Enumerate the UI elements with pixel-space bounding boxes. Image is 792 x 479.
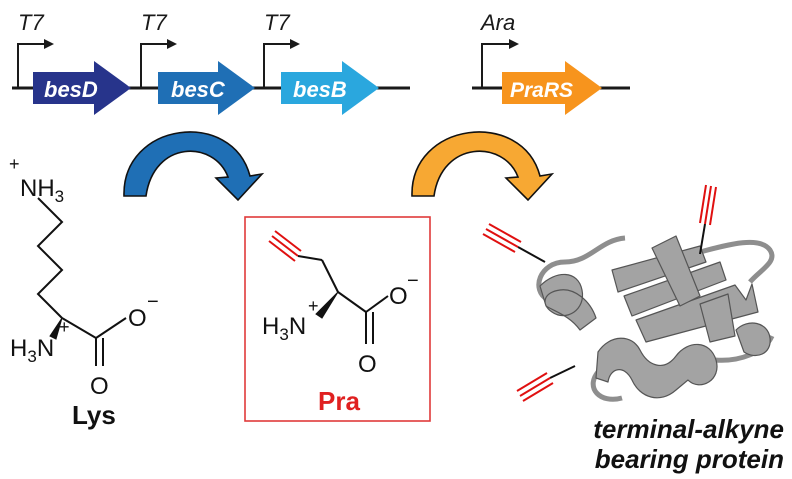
promoter-label-2: T7 <box>141 10 167 35</box>
gene-label-besB: besB <box>293 77 347 102</box>
protein-caption: terminal-alkyne bearing protein <box>593 414 784 474</box>
operon-besDCB: T7 T7 T7 besD besC besB <box>12 10 410 115</box>
svg-text:H3N: H3N <box>262 313 306 344</box>
protein-alkynes <box>482 184 717 402</box>
lys-alpha-n: N <box>37 335 54 362</box>
protein-caption-line1: terminal-alkyne <box>593 414 784 444</box>
promoter-label-1: T7 <box>18 10 44 35</box>
gene-besD: besD <box>33 61 131 115</box>
pra-amine-charge: + <box>308 296 319 316</box>
gene-label-PraRS: PraRS <box>510 79 573 102</box>
protein-alkyne-top <box>699 184 717 226</box>
pra-amine-n: N <box>289 313 306 340</box>
lys-top-amine: NH <box>20 175 55 202</box>
pra-carboxyl-charge: − <box>407 270 419 292</box>
pra-labels: H3N + O − O Pra <box>262 270 419 416</box>
promoter-ara: Ara <box>479 10 519 88</box>
lysine-structure <box>36 197 127 366</box>
pra-carboxyl-ominus: O <box>389 283 408 310</box>
svg-text:NH3: NH3 <box>20 175 64 206</box>
lys-alpha-sub: 3 <box>27 347 36 366</box>
protein-ribbon <box>536 235 775 402</box>
protein-caption-line2: bearing protein <box>595 444 784 474</box>
reaction-arrow-pra-to-protein <box>411 131 555 202</box>
gene-label-besD: besD <box>44 77 98 102</box>
promoter-label-ara: Ara <box>479 10 515 35</box>
pra-amine-h: H <box>262 313 279 340</box>
lysine-labels: NH3 + H3N + O − O Lys <box>9 154 159 430</box>
promoter-t7-1: T7 <box>17 10 54 88</box>
pra-alkyne <box>268 230 302 262</box>
gene-PraRS: PraRS <box>502 61 602 115</box>
pra-carboxyl-o: O <box>358 351 377 378</box>
pra-box: H3N + O − O Pra <box>244 216 431 422</box>
promoter-t7-3: T7 <box>263 10 300 88</box>
propargylglycine-structure <box>268 230 389 344</box>
pra-highlight-box <box>244 216 431 422</box>
lys-carboxyl-ominus: O <box>128 305 147 332</box>
lys-label: Lys <box>72 400 116 430</box>
operon-PraRS: Ara PraRS <box>472 10 630 115</box>
lys-alpha-h: H <box>10 335 27 362</box>
protein-alkyne-bottom <box>516 372 554 402</box>
lys-alpha-charge: + <box>59 317 70 337</box>
gene-besB: besB <box>281 61 379 115</box>
promoter-t7-2: T7 <box>140 10 177 88</box>
gene-besC: besC <box>158 61 255 115</box>
lys-top-amine-sub: 3 <box>55 187 64 206</box>
reaction-arrow-lys-to-pra <box>123 131 265 202</box>
pra-amine-sub: 3 <box>279 325 288 344</box>
gene-label-besC: besC <box>171 77 226 102</box>
protein-alkyne-left <box>482 223 522 253</box>
lys-carboxyl-charge: − <box>147 291 159 313</box>
pra-label: Pra <box>318 386 360 416</box>
lys-carboxyl-o: O <box>90 373 109 400</box>
lys-top-charge: + <box>9 154 20 174</box>
promoter-label-3: T7 <box>264 10 290 35</box>
svg-text:H3N: H3N <box>10 335 54 366</box>
